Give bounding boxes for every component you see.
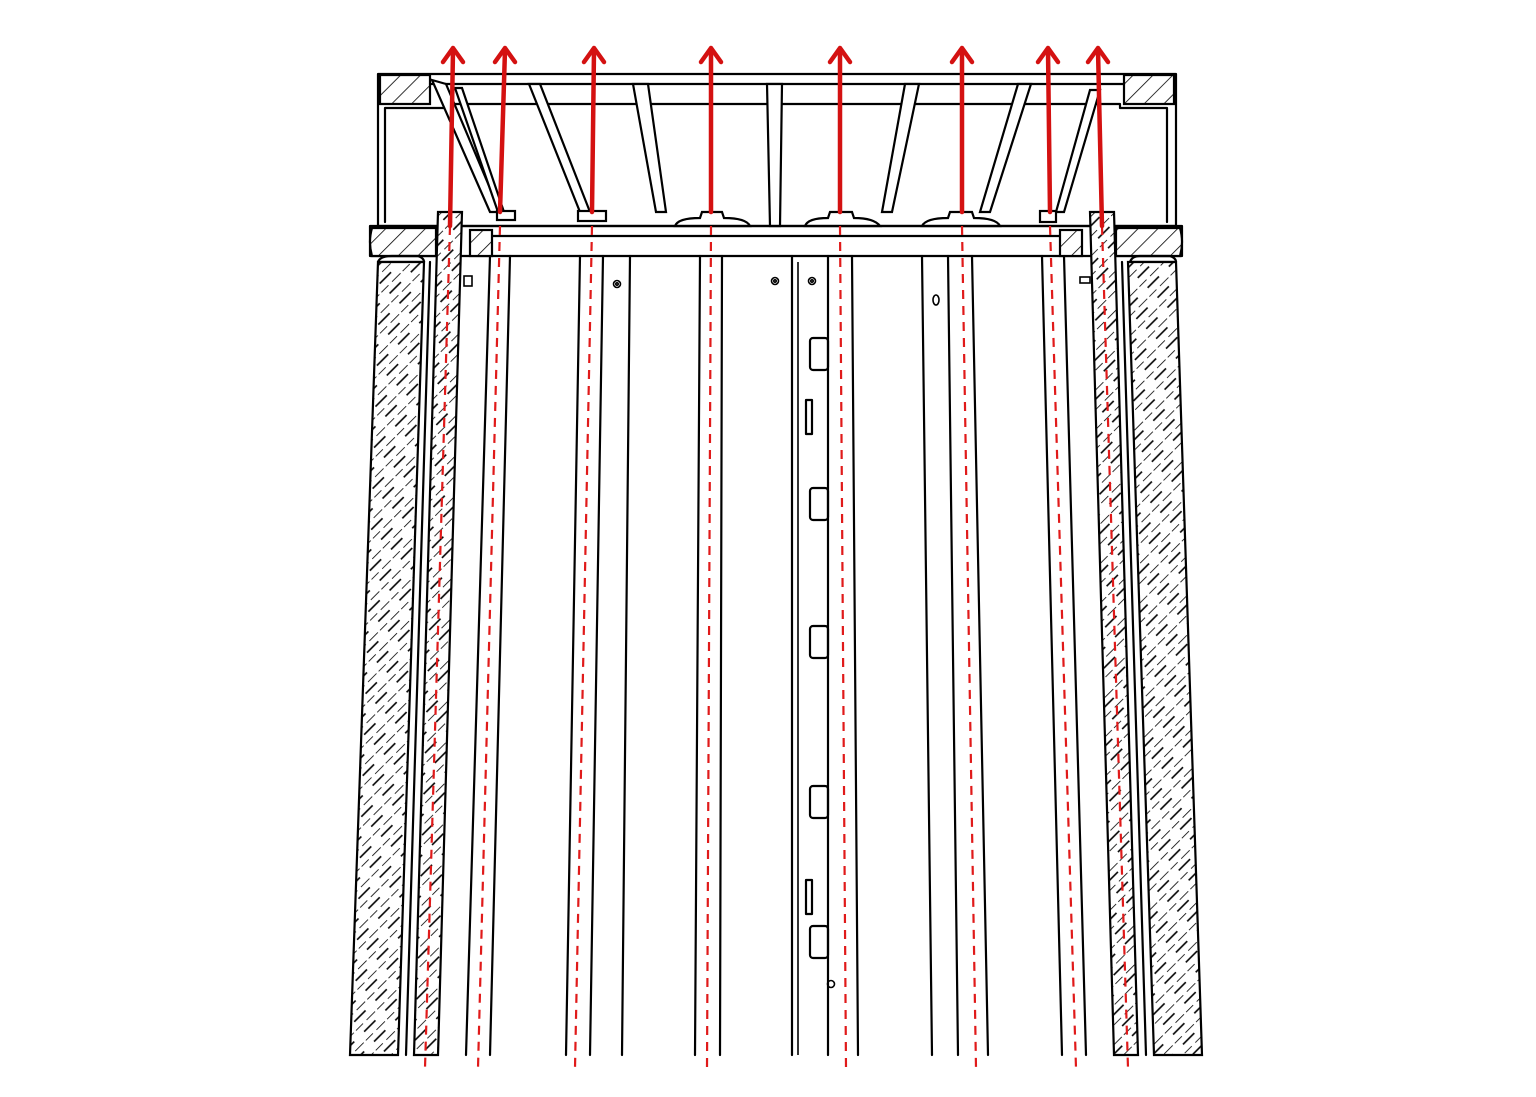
fastener-hole [612,279,622,289]
tube-wall [488,254,512,1057]
fastener-hole [770,276,780,286]
fastener-hole [932,294,940,306]
flow-centerline [573,225,594,1069]
small-fasteners [463,275,1091,989]
tube-wall [464,254,492,1057]
header-right-corner-block [1122,73,1176,106]
guide-vane [765,82,784,228]
tube-wall [920,254,934,1057]
flow-centerline [838,225,848,1069]
left-liner [404,260,432,1057]
tube-wall [588,254,605,1057]
left-flange-lip [376,254,426,264]
fastener-hole [772,278,777,283]
central-separator [797,262,830,1055]
fastener-hole [826,979,836,989]
tube-sheet [368,224,1184,264]
upward-arrow-icon [827,45,853,215]
separator-slot [804,878,814,916]
separator-window [808,336,830,372]
tube-wall [1040,254,1064,1057]
tube-wall [970,254,990,1057]
flow-centerlines [423,225,1130,1069]
guide-vane [1054,88,1102,214]
tube-wall [718,254,724,1057]
flow-centerline [476,225,502,1069]
upward-arrow-icon [1085,45,1111,229]
bracket-tab [463,275,473,287]
left-wall [348,210,464,1057]
flow-centerline [423,225,452,1069]
upward-arrow-icon [698,45,724,215]
flow-arrows [440,45,1111,229]
flow-centerline [1100,225,1130,1069]
separator-slot [804,398,814,436]
left-flange [368,226,438,258]
nozzle-cap [920,210,1002,228]
flow-centerline [705,225,713,1069]
left-gasket [468,228,494,258]
right-gasket [1058,228,1084,258]
bracket-tab [1079,276,1091,284]
upward-arrow-icon [949,45,975,215]
header-inner-cavity [383,102,1169,224]
fastener-hole [614,281,619,286]
upward-arrow-icon [581,45,607,215]
tube-wall [1062,254,1088,1057]
tube-wall [850,254,860,1057]
header-left-corner-block [378,73,432,106]
upward-arrow-icon [440,45,466,229]
right-flange [1114,226,1184,258]
flow-centerline [960,225,978,1069]
tube-wall [620,254,632,1057]
upward-arrow-icon [492,45,518,215]
fastener-hole [807,276,817,286]
guide-vane [978,82,1033,214]
right-liner [1120,260,1148,1057]
nozzle-cap [803,210,883,228]
tube-wall [693,254,702,1057]
separator-window [808,924,830,960]
tube-wall [564,254,582,1057]
nozzle-cap [673,210,752,228]
separator-window [808,784,830,820]
separator-window [808,624,830,660]
guide-vane [631,82,668,214]
tube-wall [946,254,960,1057]
tube-walls [464,254,1088,1057]
nozzle-caps [495,209,1058,228]
guide-vane [880,82,921,214]
left-outer-wall-hatched [348,260,426,1057]
right-outer-wall-hatched [1126,260,1204,1057]
separator-window [808,486,830,522]
flow-centerline [1048,225,1078,1069]
guide-vanes [430,78,1102,228]
right-flange-lip [1128,254,1178,264]
fastener-hole [809,278,814,283]
nozzle-cap [495,209,517,222]
upward-arrow-icon [1035,45,1061,215]
right-wall [1088,210,1204,1057]
